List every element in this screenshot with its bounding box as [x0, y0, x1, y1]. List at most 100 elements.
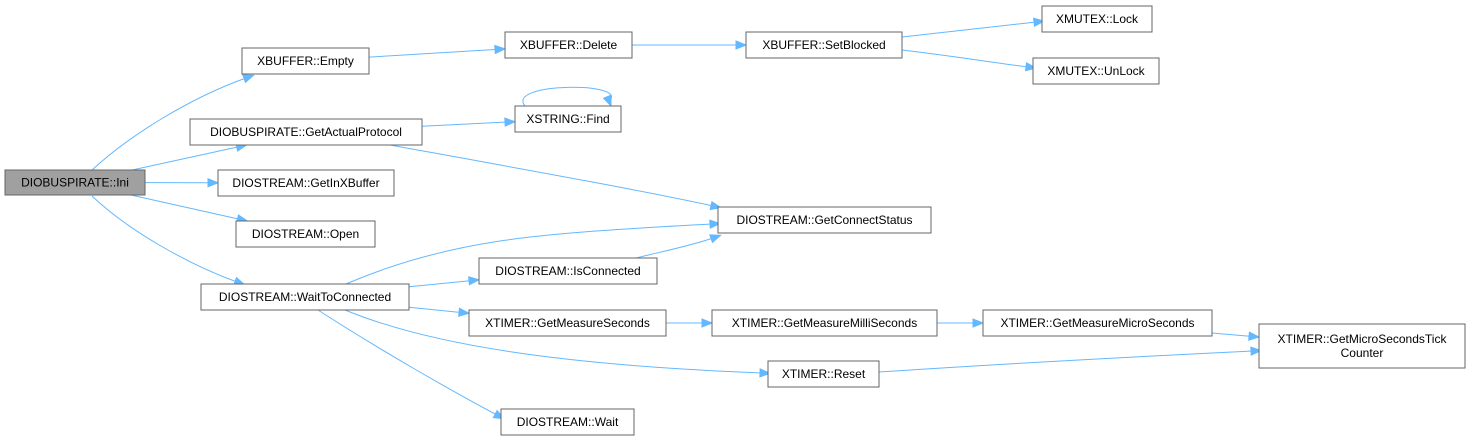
- node-xbuffer-delete[interactable]: XBUFFER::Delete: [504, 31, 633, 59]
- edge-arrowhead: [759, 368, 772, 378]
- edge-arrowhead: [494, 44, 507, 55]
- node-xstring-find[interactable]: XSTRING::Find: [514, 105, 622, 133]
- node-box: [745, 31, 903, 59]
- node-label: DIOSTREAM::IsConnected: [495, 264, 640, 278]
- node-label: XMUTEX::Lock: [1056, 12, 1139, 26]
- node-label: DIOSTREAM::GetConnectStatus: [736, 213, 912, 227]
- node-label: DIOSTREAM::Open: [252, 227, 359, 241]
- node-getconnectstatus[interactable]: DIOSTREAM::GetConnectStatus: [717, 206, 932, 234]
- node-label: XBUFFER::SetBlocked: [762, 38, 885, 52]
- edge-line: [901, 49, 1029, 68]
- node-xbuffer-empty[interactable]: XBUFFER::Empty: [241, 47, 370, 75]
- node-label: XBUFFER::Delete: [520, 38, 618, 52]
- edge-line: [408, 280, 472, 288]
- node-box: [468, 309, 667, 337]
- edge-line: [408, 306, 462, 313]
- node-label: DIOSTREAM::GetInXBuffer: [232, 176, 379, 190]
- node-ini[interactable]: DIOBUSPIRATE::Ini: [4, 169, 146, 196]
- node-label: DIOSTREAM::WaitToConnected: [219, 290, 391, 304]
- edge-xstring_find-to-xstring_find: [522, 86, 613, 108]
- node-label: Counter: [1341, 346, 1384, 360]
- edge-ini-to-getactualprotocol: [132, 142, 248, 171]
- edge-arrowhead: [1250, 346, 1263, 356]
- node-box: [717, 206, 932, 234]
- edge-line: [878, 350, 1254, 373]
- node-box: [217, 169, 395, 197]
- edge-line: [901, 21, 1037, 38]
- edge-line: [317, 309, 498, 416]
- node-getactualprotocol[interactable]: DIOBUSPIRATE::GetActualProtocol: [189, 118, 423, 146]
- edge-arrowhead: [1024, 61, 1038, 72]
- node-label: DIOBUSPIRATE::Ini: [21, 176, 129, 190]
- edge-arrowhead: [701, 318, 714, 328]
- edge-line: [635, 237, 714, 259]
- edge-xbuffer_delete-to-xbuffer_setblocked: [632, 40, 748, 50]
- edge-reset-to-getmicrosecondstick: [878, 346, 1263, 373]
- edge-line: [389, 144, 714, 207]
- node-box: [241, 47, 370, 75]
- node-box: [200, 283, 410, 311]
- node-box: [504, 31, 633, 59]
- node-xbuffer-setblocked[interactable]: XBUFFER::SetBlocked: [745, 31, 903, 59]
- edge-xbuffer_setblocked-to-xmutex_lock: [901, 17, 1046, 38]
- edge-arrowhead: [1033, 17, 1046, 27]
- node-label: XMUTEX::UnLock: [1047, 64, 1145, 78]
- edge-arrowhead: [972, 318, 985, 328]
- node-xmutex-lock[interactable]: XMUTEX::Lock: [1041, 5, 1153, 33]
- node-getmeasuremilliseconds[interactable]: XTIMER::GetMeasureMilliSeconds: [711, 309, 938, 337]
- edge-getactualprotocol-to-getconnectstatus: [389, 144, 723, 211]
- edge-line: [1211, 332, 1252, 337]
- node-isconnected[interactable]: DIOSTREAM::IsConnected: [478, 257, 658, 285]
- edge-getmeasuremicroseconds-to-getmicrosecondstick: [1211, 331, 1261, 341]
- node-open[interactable]: DIOSTREAM::Open: [235, 220, 376, 248]
- function-nodes: DIOBUSPIRATE::Ini XBUFFER::Empty XBUFFER::…: [4, 5, 1466, 436]
- node-getmeasuremicroseconds[interactable]: XTIMER::GetMeasureMicroSeconds: [982, 309, 1213, 337]
- edge-line: [345, 223, 713, 285]
- node-label: XSTRING::Find: [526, 112, 609, 126]
- edge-isconnected-to-getconnectstatus: [635, 234, 722, 259]
- node-waittoconnected[interactable]: DIOSTREAM::WaitToConnected: [200, 283, 410, 311]
- edge-waittoconnected-to-getconnectstatus: [345, 219, 722, 285]
- node-getmeasureseconds[interactable]: XTIMER::GetMeasureSeconds: [468, 309, 667, 337]
- node-box: [4, 169, 146, 196]
- node-box: [1258, 323, 1466, 369]
- edge-arrowhead: [504, 117, 517, 127]
- edge-xbuffer_empty-to-xbuffer_delete: [368, 44, 507, 58]
- node-label: XBUFFER::Empty: [257, 54, 354, 68]
- edge-line: [522, 86, 613, 107]
- edge-line: [91, 77, 247, 171]
- edge-arrowhead: [242, 74, 255, 84]
- edge-line: [368, 48, 498, 58]
- node-wait[interactable]: DIOSTREAM::Wait: [500, 408, 635, 436]
- node-label: XTIMER::Reset: [782, 367, 866, 381]
- edge-getactualprotocol-to-xstring_find: [421, 117, 517, 127]
- edge-waittoconnected-to-getmeasureseconds: [408, 306, 471, 317]
- node-label: DIOBUSPIRATE::GetActualProtocol: [210, 125, 402, 139]
- node-box: [711, 309, 938, 337]
- node-getinxbuffer[interactable]: DIOSTREAM::GetInXBuffer: [217, 169, 395, 197]
- node-box: [1032, 57, 1160, 85]
- node-label: XTIMER::GetMeasureMicroSeconds: [1000, 316, 1194, 330]
- node-label: XTIMER::GetMeasureSeconds: [485, 316, 650, 330]
- node-box: [235, 220, 376, 248]
- edge-ini-to-waittoconnected: [91, 195, 246, 286]
- edge-getmeasuremilliseconds-to-getmeasuremicroseconds: [937, 318, 985, 328]
- edge-arrowhead: [458, 307, 471, 317]
- node-box: [767, 360, 880, 388]
- node-box: [514, 105, 622, 133]
- edge-waittoconnected-to-reset: [344, 309, 772, 378]
- edge-arrowhead: [207, 178, 220, 188]
- edge-line: [130, 194, 240, 220]
- node-box: [478, 257, 658, 285]
- node-xmutex-unlock[interactable]: XMUTEX::UnLock: [1032, 57, 1160, 85]
- edge-ini-to-xbuffer_empty: [91, 74, 255, 171]
- node-box: [189, 118, 423, 146]
- edge-arrowhead: [602, 94, 612, 108]
- edge-arrowhead: [709, 234, 722, 244]
- edge-ini-to-open: [130, 194, 249, 224]
- edge-line: [91, 195, 238, 283]
- node-reset[interactable]: XTIMER::Reset: [767, 360, 880, 388]
- edge-ini-to-getinxbuffer: [144, 178, 220, 188]
